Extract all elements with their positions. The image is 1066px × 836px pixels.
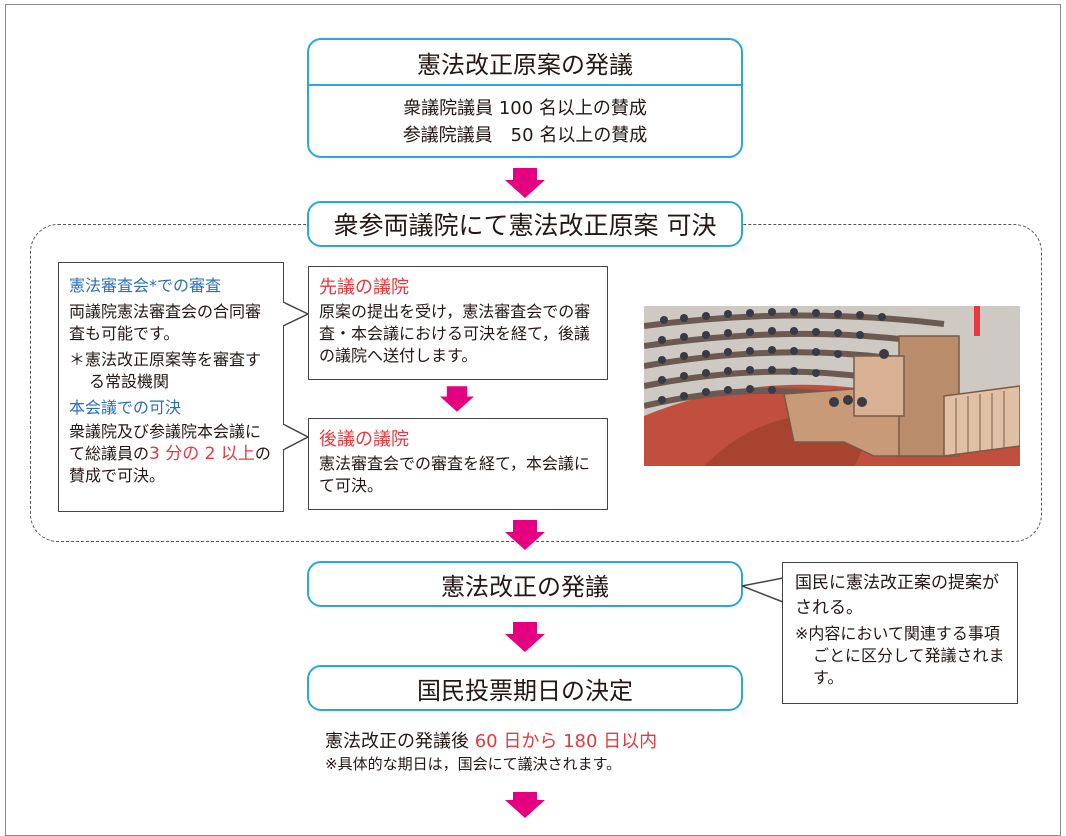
step-initiative-title: 憲法改正の発議: [307, 561, 743, 607]
schedule-period: 60 日から 180 日以内: [474, 731, 658, 752]
schedule-prefix: 憲法改正の発議後: [325, 731, 469, 752]
schedule-note: ※具体的な期日は，国会にて議決されます。: [325, 755, 622, 773]
right-note-box: 国民に憲法改正案の提案がされる。 ※内容において関連する事項ごとに区分して発議さ…: [782, 562, 1018, 704]
plenary-text-c: の賛成で可決。: [69, 444, 271, 485]
first-house-text: 原案の提出を受け，憲法審査会での審査・本会議における可決を経て，後議の議院へ送付…: [319, 302, 591, 365]
review-heading: 憲法審査会*での審査: [69, 276, 222, 295]
second-house-box: 後議の議院 憲法審査会での審査を経て，本会議にて可決。: [308, 418, 608, 510]
down-arrow-icon: [505, 622, 545, 652]
second-house-text: 憲法審査会での審査を経て，本会議にて可決。: [319, 454, 590, 495]
plenary-text-highlight: 3 分の 2 以上: [149, 444, 255, 464]
plenary-text: 衆議院及び参議院本会議にて総議員の3 分の 2 以上の賛成で可決。: [69, 421, 273, 487]
step-both-houses-title: 衆参両議院にて憲法改正原案 可決: [307, 201, 743, 247]
down-arrow-icon: [440, 386, 474, 412]
down-arrow-icon: [505, 792, 545, 818]
second-house-title: 後議の議院: [319, 429, 409, 450]
review-footnote: ＊憲法改正原案等を審査する常設機関: [69, 350, 262, 391]
step-proposal-box: 憲法改正原案の発議 衆議院議員 100 名以上の賛成 参議院議員 50 名以上の…: [307, 38, 743, 158]
diet-chamber-illustration: [644, 306, 1020, 466]
step-proposal-line-2: 参議院議員 50 名以上の賛成: [402, 125, 648, 146]
review-text: 両議院憲法審査会の合同審査も可能です。: [69, 302, 262, 343]
step-proposal-title: 憲法改正原案の発議: [309, 40, 741, 86]
right-note-pointer: [742, 577, 784, 603]
step-proposal-line-1: 衆議院議員 100 名以上の賛成: [403, 98, 647, 119]
plenary-text-a: 衆議院及び参議院本会議にて総議員の: [69, 422, 262, 463]
first-house-box: 先議の議院 原案の提出を受け，憲法審査会での審査・本会議における可決を経て，後議…: [308, 266, 608, 380]
down-arrow-icon: [505, 520, 545, 550]
down-arrow-icon: [505, 168, 545, 198]
step-vote-date-title: 国民投票期日の決定: [307, 665, 743, 711]
right-note-sub: ※内容において関連する事項ごとに区分して発議されます。: [795, 624, 1005, 687]
review-note-box: 憲法審査会*での審査 両議院憲法審査会の合同審査も可能です。 ＊憲法改正原案等を…: [58, 262, 284, 512]
schedule-line: 憲法改正の発議後 60 日から 180 日以内: [325, 730, 657, 754]
plenary-heading: 本会議での可決: [69, 398, 182, 417]
first-house-title: 先議の議院: [319, 277, 409, 298]
right-note-main: 国民に憲法改正案の提案がされる。: [795, 573, 999, 618]
